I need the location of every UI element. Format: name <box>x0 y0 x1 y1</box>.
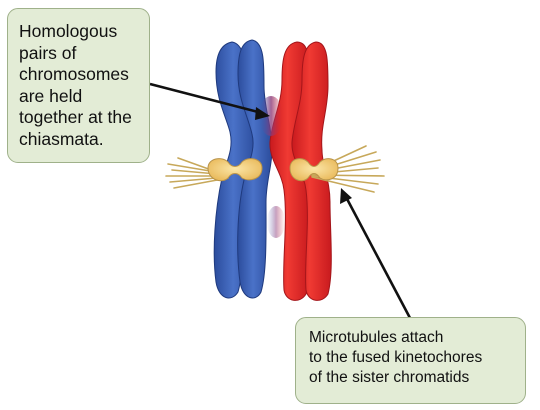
callout-kinetochores-line: to the fused kinetochores <box>309 349 483 366</box>
callout-kinetochores: Microtubules attach to the fused kinetoc… <box>295 317 526 404</box>
callout-kinetochores-line: of the sister chromatids <box>309 369 470 386</box>
callout-chiasmata-line: are held <box>19 85 83 106</box>
arrow-to-kinetochore <box>340 188 412 319</box>
chiasma-crossover-lower <box>267 206 285 238</box>
kinetochore-right <box>289 158 339 182</box>
chiasma-crossover <box>259 96 283 136</box>
callout-kinetochores-line: Microtubules attach <box>309 329 444 346</box>
kinetochore-left <box>207 158 263 182</box>
arrow-to-chiasma <box>149 82 270 120</box>
callout-chiasmata-line: together at the <box>19 107 132 127</box>
callout-chiasmata-line: chromosomes <box>19 64 129 84</box>
callout-chiasmata-line: Homologous <box>19 21 118 41</box>
callout-chiasmata: Homologous pairs of chromosomes are held… <box>7 8 150 163</box>
callout-chiasmata-line: pairs of <box>19 42 77 63</box>
callout-chiasmata-line: chiasmata. <box>19 128 104 149</box>
